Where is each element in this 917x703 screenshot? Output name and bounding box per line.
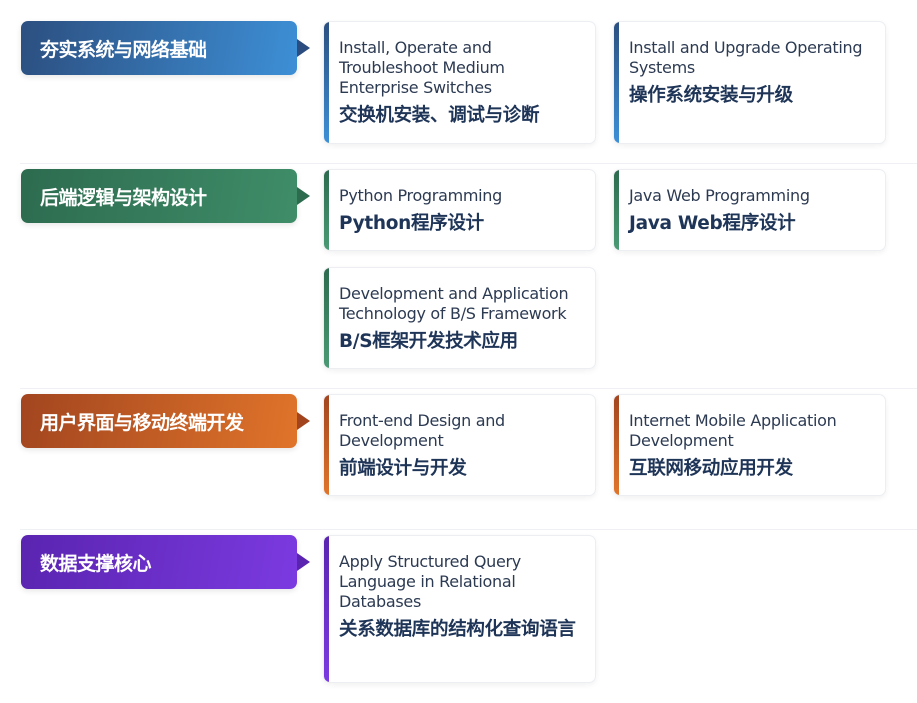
course-card: Apply Structured Query Language in Relat… bbox=[323, 535, 596, 683]
course-english-title: Front-end Design and Development bbox=[339, 411, 505, 450]
course-card: Java Web Programming Java Web程序设计 bbox=[613, 169, 886, 251]
category-title: 数据支撑核心 bbox=[40, 552, 152, 575]
category-label-ui-mobile: 用户界面与移动终端开发 bbox=[21, 394, 297, 448]
course-english-title: Apply Structured Query Language in Relat… bbox=[339, 552, 521, 611]
course-card: Front-end Design and Development 前端设计与开发 bbox=[323, 394, 596, 496]
category-label-systems-networks: 夯实系统与网络基础 bbox=[21, 21, 297, 75]
row-divider bbox=[20, 388, 917, 389]
category-label-data-core: 数据支撑核心 bbox=[21, 535, 297, 589]
row-divider bbox=[20, 163, 917, 164]
course-card: Internet Mobile Application Development … bbox=[613, 394, 886, 496]
course-chinese-title: 交换机安装、调试与诊断 bbox=[339, 105, 540, 126]
course-chinese-title: Java Web程序设计 bbox=[629, 213, 796, 234]
course-english-title: Python Programming bbox=[339, 186, 502, 205]
category-title: 后端逻辑与架构设计 bbox=[40, 186, 207, 209]
course-card: Install and Upgrade Operating Systems 操作… bbox=[613, 21, 886, 144]
course-card: Install, Operate and Troubleshoot Medium… bbox=[323, 21, 596, 144]
course-chinese-title: 关系数据库的结构化查询语言 bbox=[339, 619, 576, 640]
course-english-title: Development and Application Technology o… bbox=[339, 284, 569, 323]
course-english-title: Java Web Programming bbox=[629, 186, 810, 205]
category-title: 用户界面与移动终端开发 bbox=[40, 411, 244, 434]
course-chinese-title: 操作系统安装与升级 bbox=[629, 85, 793, 106]
arrow-right-icon bbox=[297, 553, 310, 571]
course-english-title: Install and Upgrade Operating Systems bbox=[629, 38, 863, 77]
course-card: Python Programming Python程序设计 bbox=[323, 169, 596, 251]
course-card: Development and Application Technology o… bbox=[323, 267, 596, 369]
course-chinese-title: Python程序设计 bbox=[339, 213, 484, 234]
course-chinese-title: 互联网移动应用开发 bbox=[629, 458, 793, 479]
course-chinese-title: B/S框架开发技术应用 bbox=[339, 331, 518, 352]
arrow-right-icon bbox=[297, 412, 310, 430]
arrow-right-icon bbox=[297, 187, 310, 205]
row-divider bbox=[20, 529, 917, 530]
course-english-title: Install, Operate and Troubleshoot Medium… bbox=[339, 38, 505, 97]
category-title: 夯实系统与网络基础 bbox=[40, 38, 207, 61]
course-english-title: Internet Mobile Application Development bbox=[629, 411, 837, 450]
arrow-right-icon bbox=[297, 39, 310, 57]
category-label-backend-architecture: 后端逻辑与架构设计 bbox=[21, 169, 297, 223]
course-chinese-title: 前端设计与开发 bbox=[339, 458, 467, 479]
